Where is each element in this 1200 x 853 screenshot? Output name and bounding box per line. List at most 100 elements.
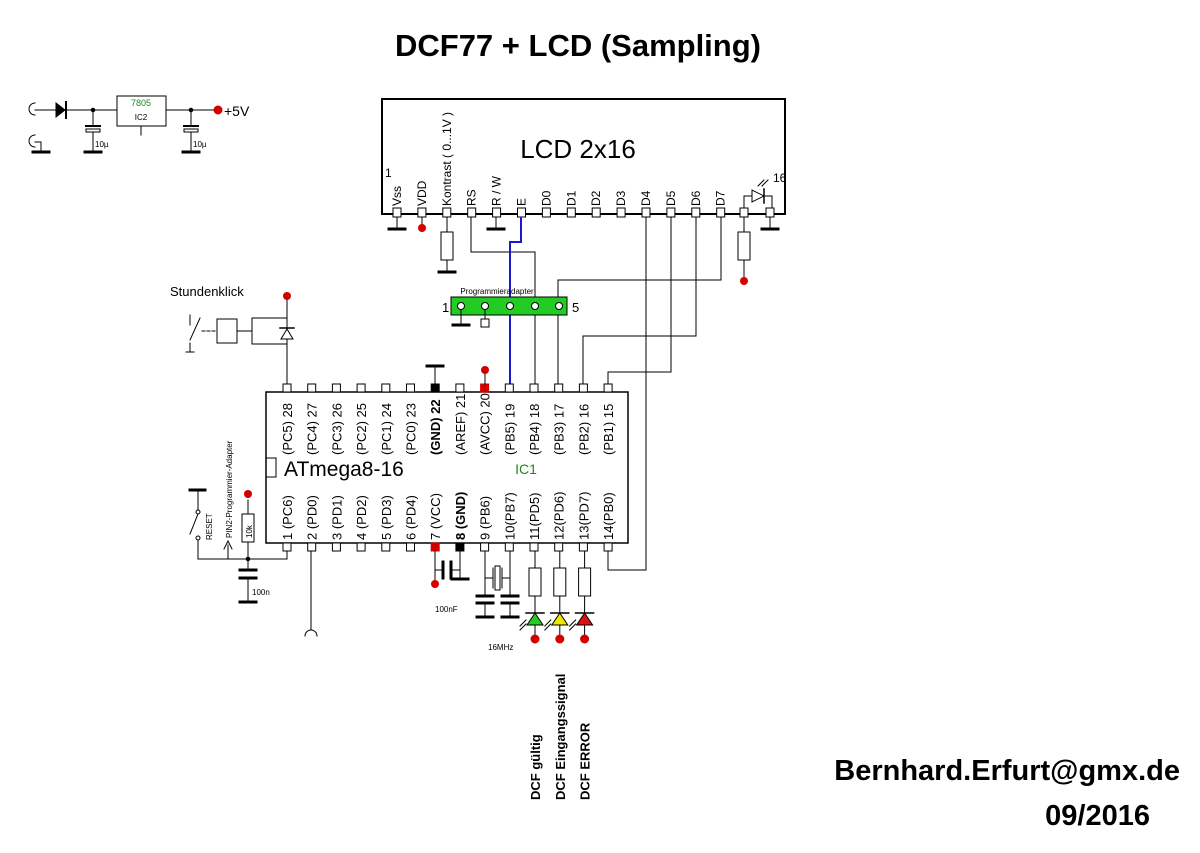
cap1-label: 10µ	[95, 140, 109, 149]
mcu-top-connections	[425, 364, 486, 385]
mcu-ref: IC1	[515, 461, 537, 477]
power-supply	[28, 95, 223, 154]
mcu-top-pin	[529, 383, 539, 393]
mcu-bottom-pin-label: 5 (PD3)	[379, 495, 394, 540]
lcd-pin-label: E	[515, 198, 529, 206]
rectifier-diode-icon	[55, 101, 66, 119]
led-label: DCF ERROR	[578, 722, 593, 800]
mcu-bottom-pin	[430, 542, 440, 552]
lcd-pin-label: Vss	[390, 186, 404, 206]
lcd-pin	[716, 207, 726, 218]
mcu-top-pin	[504, 383, 514, 393]
mcu-bottom-pin	[307, 542, 317, 552]
prog-adapter-pin-last: 5	[572, 300, 579, 315]
dcf-input-jack-icon	[304, 629, 318, 637]
lcd-pin-first: 1	[385, 166, 392, 180]
mcu-top-pin-label: (PB1) 15	[601, 404, 616, 455]
decoupling	[434, 550, 470, 583]
lcd-vdd-terminal-icon	[418, 224, 426, 232]
led-label: DCF gültig	[528, 734, 543, 800]
mcu-bottom-pin	[603, 542, 613, 552]
prog-adapter-pin-first: 1	[442, 300, 449, 315]
lcd-pin	[691, 207, 701, 218]
lcd-pin	[541, 207, 551, 218]
reset-cap-label: 100n	[252, 588, 270, 597]
mcu-bottom-pin-label: 14(PB0)	[601, 492, 616, 540]
lcd-pin-label: R / W	[490, 175, 504, 206]
mcu-bottom-pin-label: 12(PD6)	[552, 492, 567, 540]
mcu-pin-stubs	[282, 383, 613, 552]
mcu-top-pin-label: (PC4) 27	[305, 403, 320, 455]
mcu-bottom-pin-labels: 1 (PC6)2 (PD0)3 (PD1)4 (PD2)5 (PD3)6 (PD…	[280, 492, 616, 540]
mcu-bottom-pin	[406, 542, 415, 552]
lcd-pin-label: D2	[589, 190, 603, 206]
reset-vcc-terminal-icon	[244, 490, 252, 498]
lcd-name: LCD 2x16	[520, 134, 636, 164]
lcd-pin-label: D3	[614, 190, 628, 206]
programming-adapter	[450, 296, 568, 328]
lcd-pin-label: D1	[564, 190, 578, 206]
relay-vcc-terminal-icon	[283, 292, 291, 300]
lcd-pin	[492, 207, 502, 218]
crystal-label: 16MHz	[488, 643, 513, 652]
decoupling-cap-label: 100nF	[435, 605, 458, 614]
mcu-top-pin	[381, 383, 391, 393]
lcd-backlight-pin	[739, 207, 749, 218]
mcu-top-pin	[307, 383, 317, 393]
led-terminal-icon	[530, 634, 540, 644]
lcd-pin	[616, 207, 626, 218]
mcu-top-pin-label: (PC5) 28	[280, 403, 295, 455]
lcd-pin-label: D7	[714, 190, 728, 206]
lcd-pin	[666, 207, 676, 218]
mcu-top-pin	[603, 383, 613, 393]
stundenklick-label: Stundenklick	[170, 284, 244, 299]
lcd-pin-label: D0	[539, 190, 553, 206]
reset-circuit	[188, 488, 288, 604]
lcd-pin-last: 16	[773, 171, 787, 185]
status-led	[544, 550, 570, 644]
avcc-terminal-icon	[481, 366, 489, 374]
mcu-bottom-pin-label: 7 (VCC)	[428, 493, 443, 540]
mcu-bottom-pin-label: 3 (PD1)	[329, 495, 344, 540]
dcf-input	[304, 550, 318, 637]
mcu-top-pin-label: (PB5) 19	[502, 404, 517, 455]
mcu-bottom-pin-label: 10(PB7)	[502, 492, 517, 540]
mcu-bottom-pin	[381, 542, 391, 552]
mcu-bottom-pin-label: 6 (PD4)	[404, 495, 419, 540]
reset-adapter-label: PIN2-Programmier-Adapter	[225, 440, 234, 538]
lcd-pin-label: D4	[639, 190, 653, 206]
lcd-pin-label: D5	[664, 190, 678, 206]
mcu-bottom-pin-label: 13(PD7)	[576, 492, 591, 540]
atmega8-chip	[265, 391, 629, 544]
mcu-top-pin-label: (PB3) 17	[552, 404, 567, 455]
mcu-bottom-pin	[331, 542, 341, 552]
mcu-bottom-pin	[554, 542, 564, 552]
mcu-top-pin-label: (AREF) 21	[453, 394, 468, 455]
lcd-pin	[517, 207, 526, 218]
revision-date: 09/2016	[1045, 800, 1150, 832]
led-terminal-icon	[555, 634, 565, 644]
mcu-bottom-pin	[529, 542, 539, 552]
lcd-pin	[591, 207, 601, 218]
prog-adapter-label: Programmieradapter	[460, 287, 534, 296]
lcd-pin-stubs	[392, 207, 775, 218]
mcu-top-pin-label: (PC0) 23	[404, 403, 419, 455]
mcu-bottom-pin-label: 11(PD5)	[527, 493, 542, 540]
mcu-top-pin-label: (PC1) 24	[379, 403, 394, 455]
mcu-top-pin	[331, 383, 341, 393]
mcu-top-pin-labels: (PC5) 28(PC4) 27(PC3) 26(PC2) 25(PC1) 24…	[280, 393, 616, 455]
lcd-pin	[392, 207, 402, 218]
mcu-top-pin	[554, 383, 564, 393]
mcu-top-pin	[480, 383, 490, 393]
mcu-bottom-pin-label: 4 (PD2)	[354, 495, 369, 540]
mcu-bottom-pin-label: 8 (GND)	[453, 492, 468, 540]
led-icon	[526, 612, 544, 626]
mcu-bottom-pin	[356, 542, 366, 552]
mcu-bottom-pin-label: 1 (PC6)	[280, 495, 295, 540]
lcd-pin	[467, 207, 477, 218]
lcd-backlight-pin	[765, 207, 775, 218]
mcu-bottom-pin	[455, 542, 465, 552]
mcu-top-pin-label: (AVCC) 20	[478, 393, 493, 455]
